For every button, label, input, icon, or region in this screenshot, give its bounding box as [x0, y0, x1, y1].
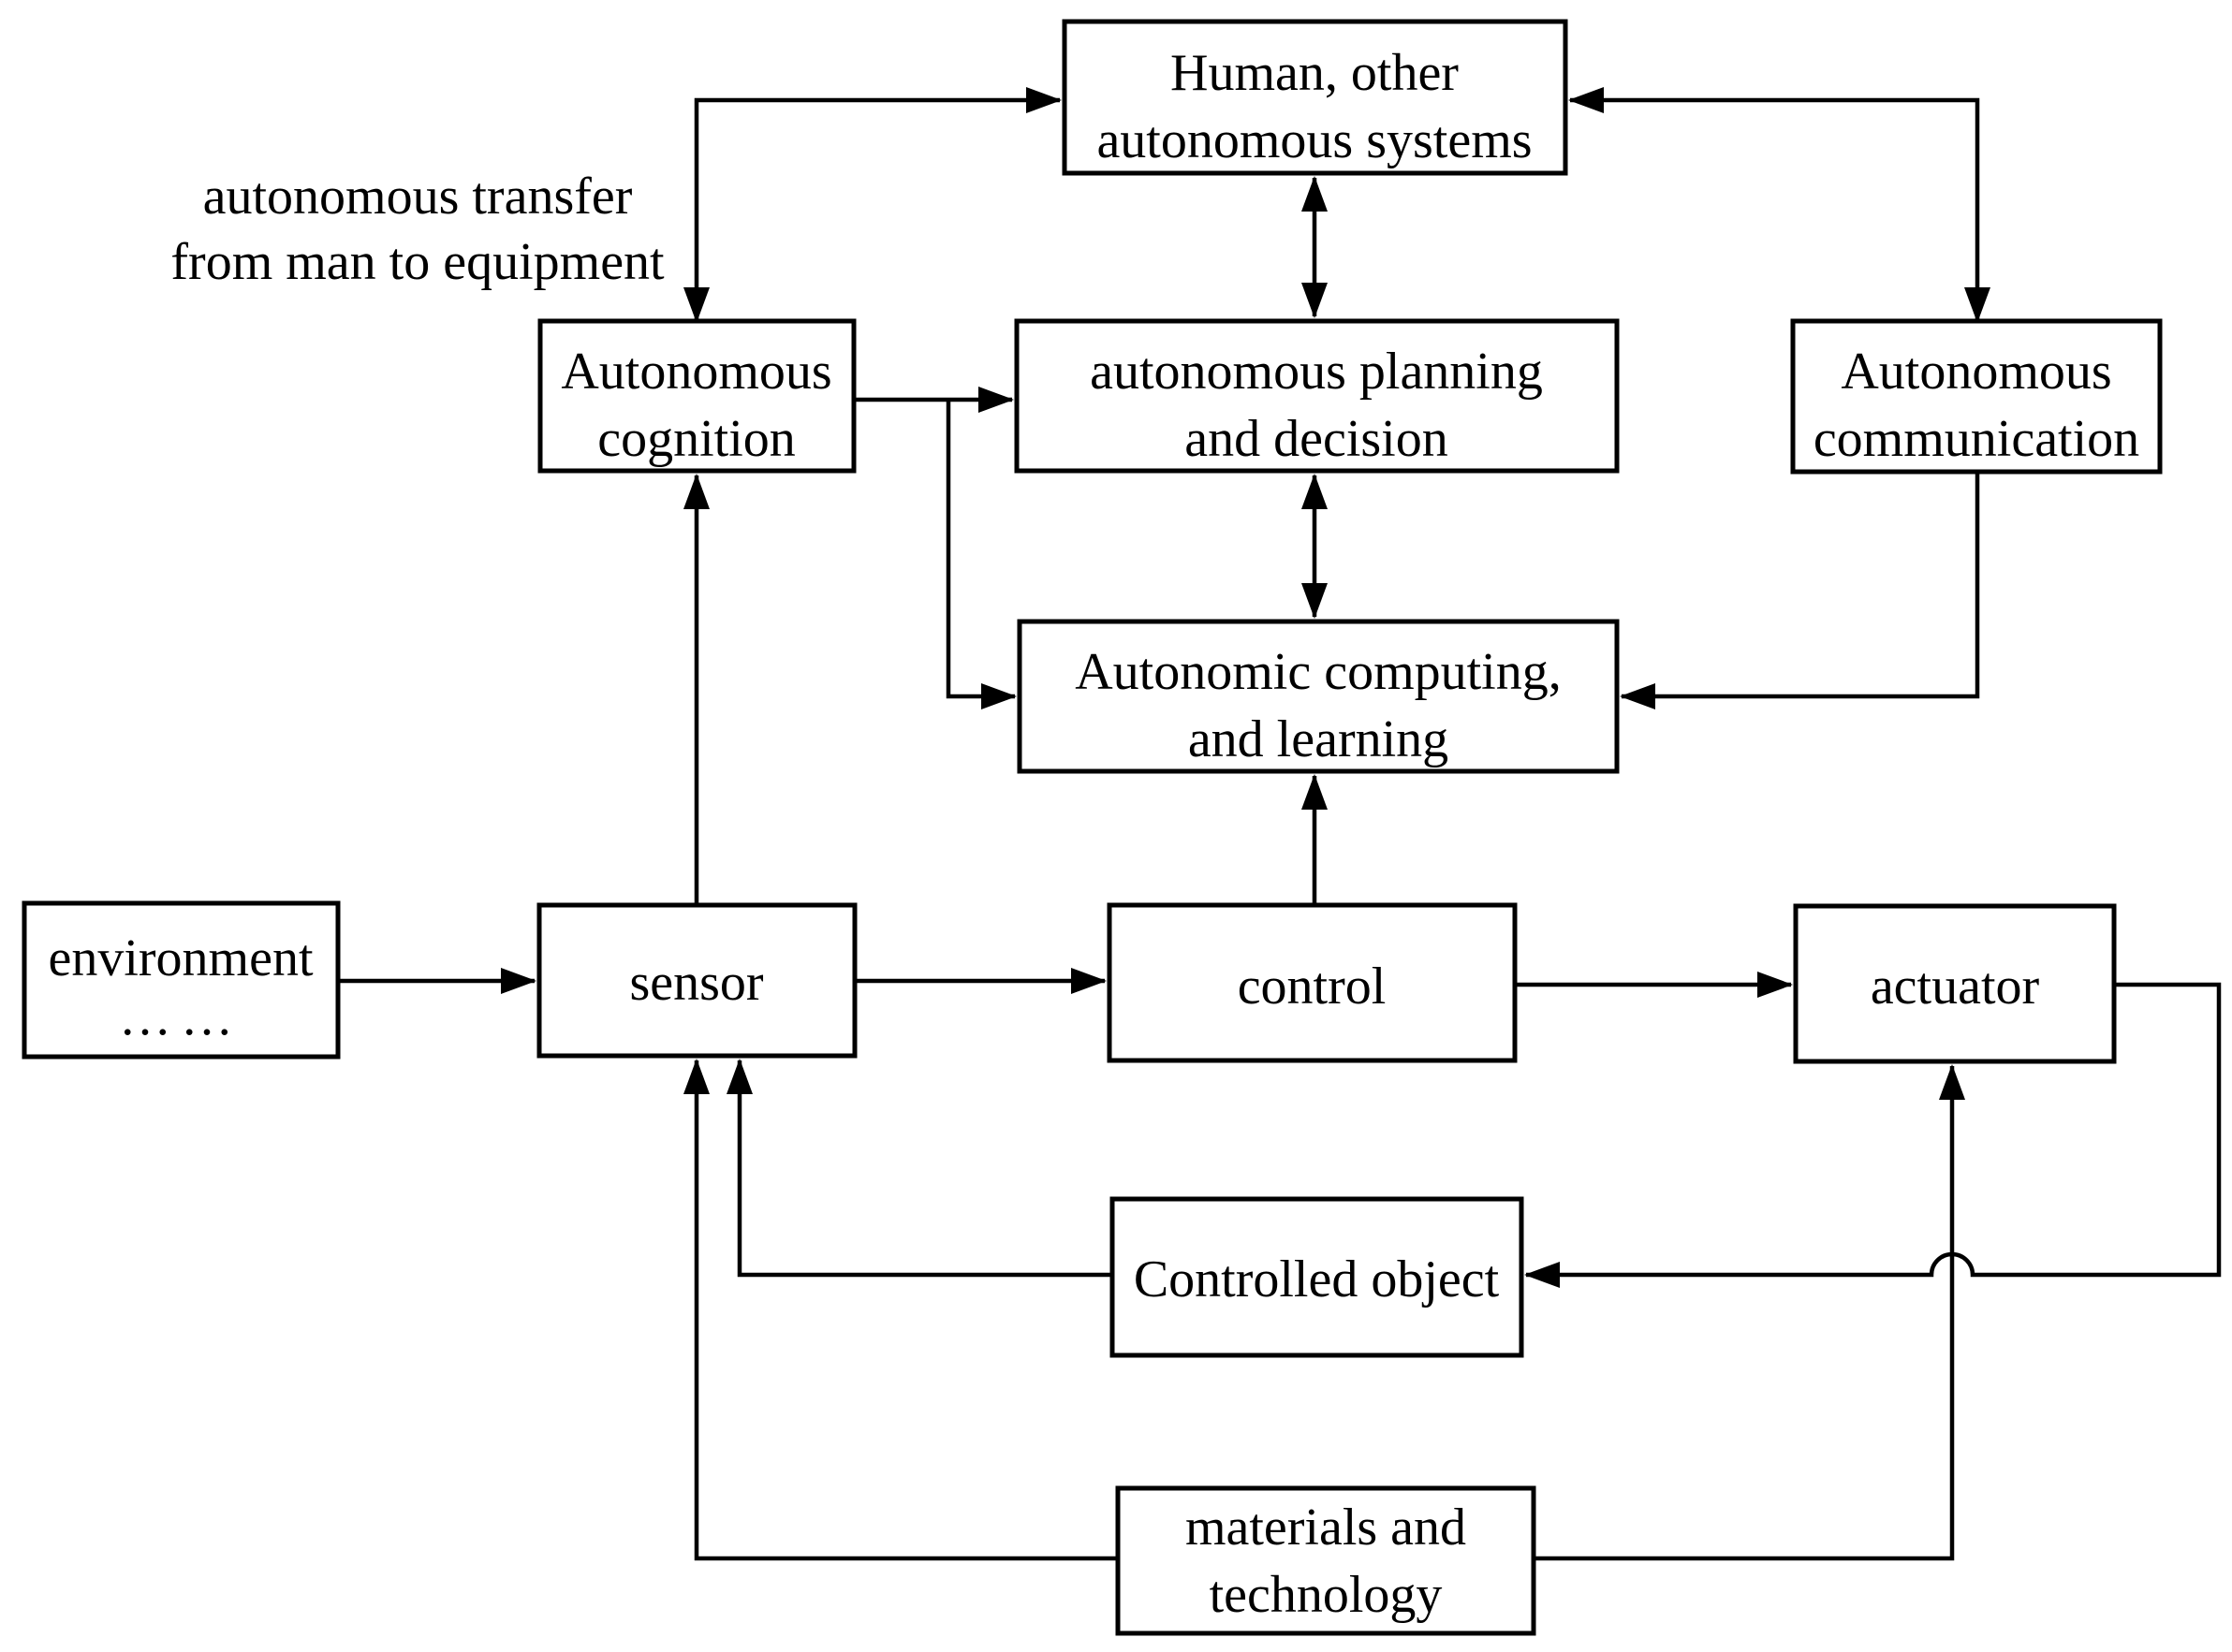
box-actuator-label: actuator — [1871, 958, 2040, 1016]
box-sensor: sensor — [536, 902, 858, 1059]
box-human-line2: autonomous systems — [1096, 111, 1532, 169]
box-autonomous-communication: Autonomous communication — [1790, 318, 2163, 475]
connector-layer — [338, 87, 2222, 1561]
box-actuator: actuator — [1793, 903, 2117, 1064]
annotation-autonomous-transfer: autonomous transfer from man to equipmen… — [170, 168, 665, 291]
box-control-rect — [1107, 902, 1518, 1063]
box-controlled-object-rect — [1109, 1196, 1524, 1358]
box-human-line1: Human, other — [1170, 44, 1459, 102]
box-autonomous-cognition-line2: cognition — [597, 410, 796, 468]
annotation-line2: from man to equipment — [170, 233, 665, 291]
box-materials-technology-line1: materials and — [1185, 1498, 1466, 1557]
box-sensor-rect — [536, 902, 858, 1059]
box-controlled-object: Controlled object — [1109, 1196, 1524, 1358]
connector-materials-actuator — [1534, 1064, 1965, 1561]
box-autonomic-computing-line2: and learning — [1188, 710, 1448, 768]
connector-communication-computing — [1620, 472, 1980, 709]
box-autonomous-planning-line2: and decision — [1184, 410, 1447, 468]
connector-controlled-object-sensor — [727, 1059, 1112, 1278]
box-materials-technology-rect — [1115, 1485, 1536, 1636]
box-human: Human, other autonomous systems — [1062, 19, 1568, 176]
box-autonomic-computing-line1: Autonomic computing, — [1075, 643, 1562, 701]
box-human-rect — [1062, 19, 1568, 176]
box-controlled-object-label: Controlled object — [1134, 1250, 1500, 1308]
box-autonomous-cognition-line1: Autonomous — [561, 343, 831, 401]
box-autonomous-planning-rect — [1014, 318, 1620, 474]
box-environment-ellipsis: …… — [119, 988, 242, 1046]
connector-materials-sensor — [683, 1059, 1118, 1561]
box-autonomous-planning: autonomous planning and decision — [1014, 318, 1620, 474]
box-autonomous-cognition: Autonomous cognition — [537, 318, 857, 474]
box-actuator-rect — [1793, 903, 2117, 1064]
box-autonomic-computing: Autonomic computing, and learning — [1017, 619, 1620, 774]
box-autonomous-communication-line1: Autonomous — [1841, 343, 2111, 401]
box-autonomous-cognition-rect — [537, 318, 857, 474]
box-environment-line1: environment — [48, 929, 313, 987]
box-environment-rect — [22, 900, 341, 1060]
box-autonomous-planning-line1: autonomous planning — [1090, 343, 1543, 401]
box-control-label: control — [1238, 958, 1387, 1016]
connector-cognition-human — [683, 87, 1062, 323]
box-sensor-label: sensor — [629, 954, 763, 1012]
annotation-line1: autonomous transfer — [203, 168, 633, 226]
box-autonomous-communication-rect — [1790, 318, 2163, 475]
connector-communication-human — [1568, 87, 1990, 323]
connector-cognition-computing — [946, 400, 1017, 709]
box-materials-technology: materials and technology — [1115, 1485, 1536, 1636]
box-autonomous-communication-line2: communication — [1814, 410, 2139, 468]
connector-actuator-controlled-object — [1524, 982, 2222, 1288]
box-control: control — [1107, 902, 1518, 1063]
box-autonomic-computing-rect — [1017, 619, 1620, 774]
box-environment: environment …… — [22, 900, 341, 1060]
box-materials-technology-line2: technology — [1210, 1566, 1443, 1624]
